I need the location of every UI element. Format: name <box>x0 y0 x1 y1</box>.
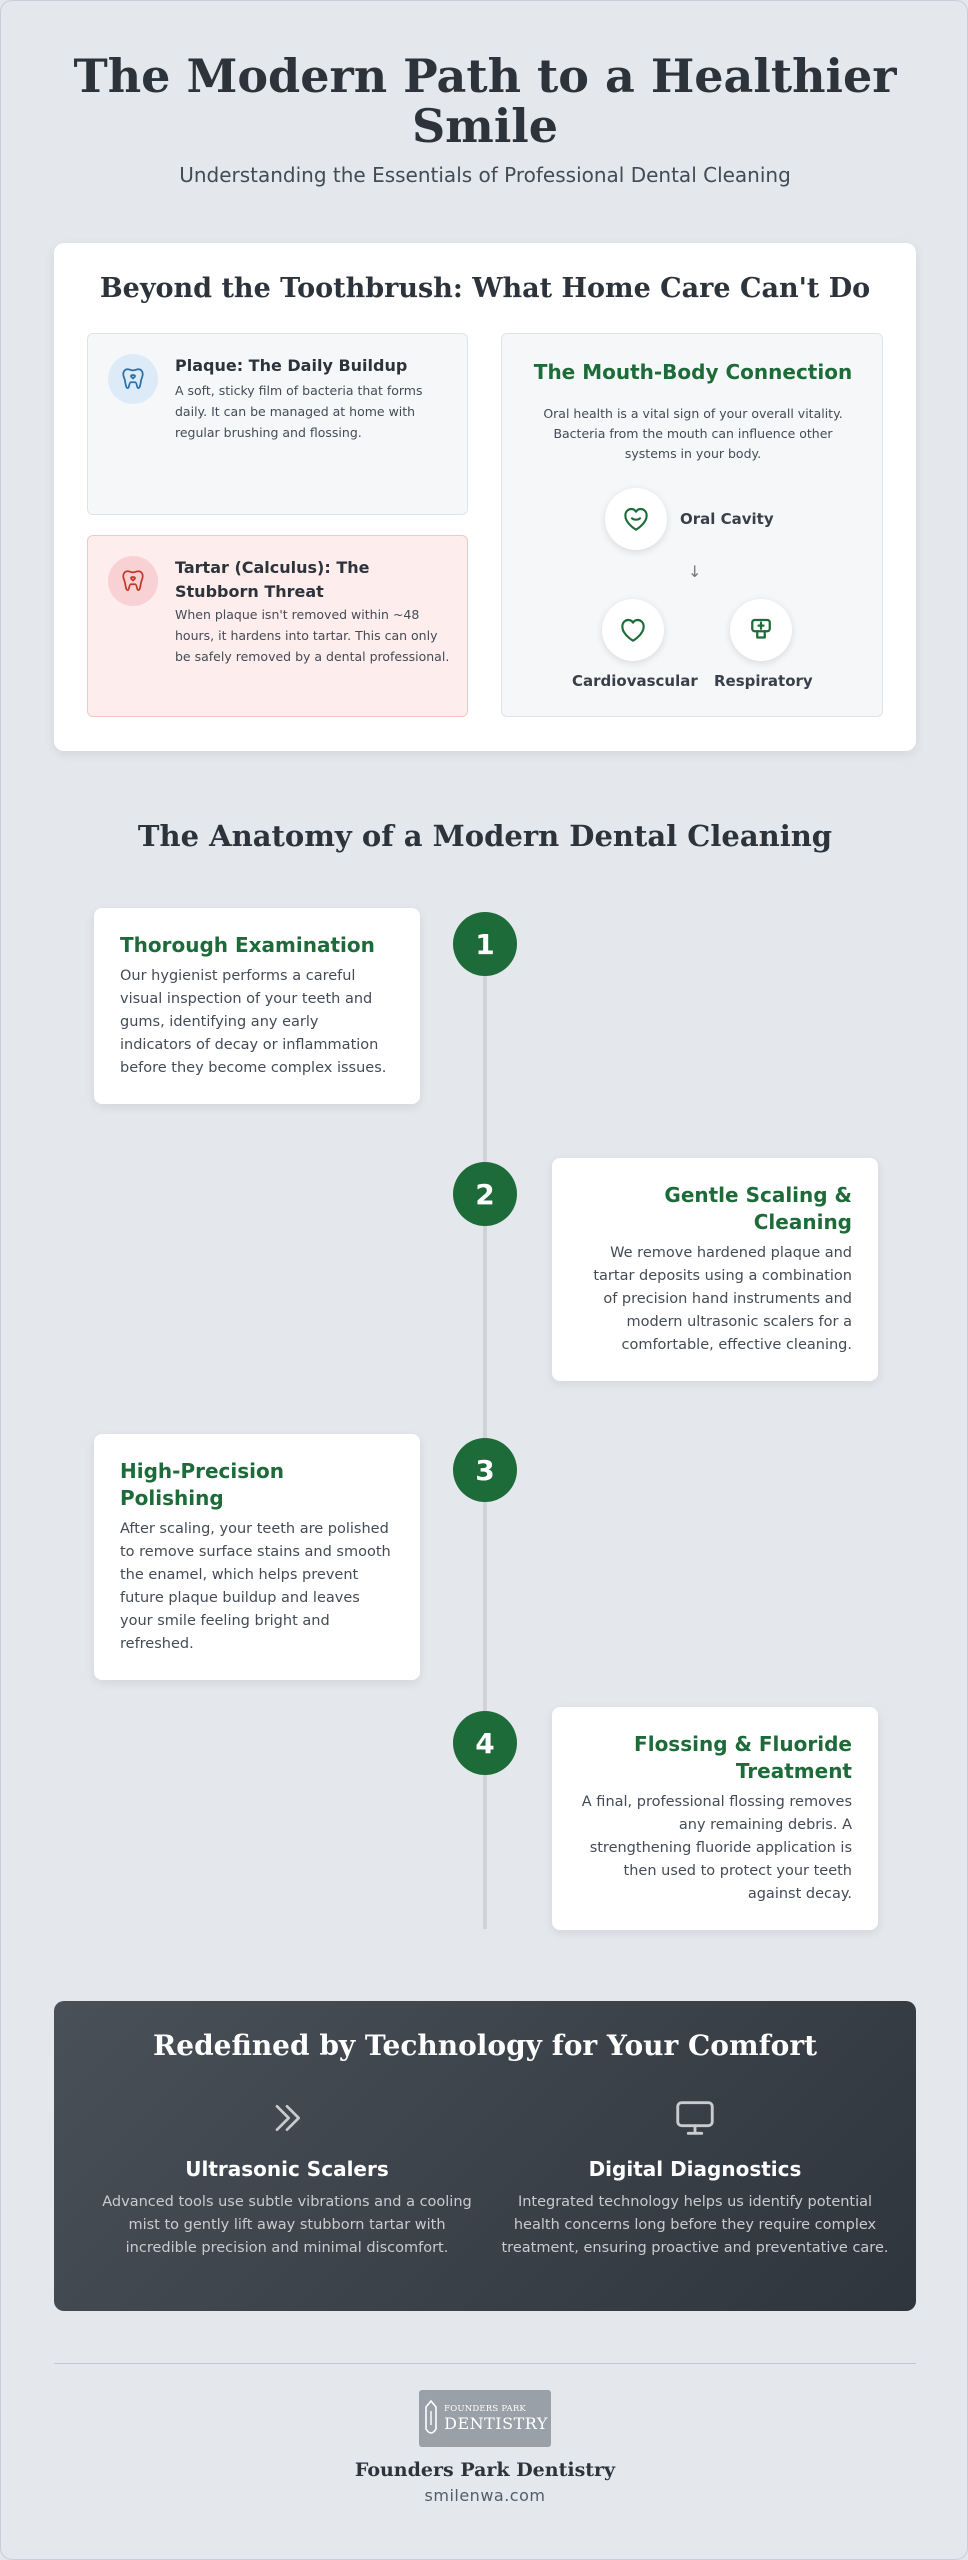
step-1-title: Thorough Examination <box>120 933 375 957</box>
step-2-card: Gentle Scaling & Cleaning We remove hard… <box>552 1158 878 1381</box>
plaque-title: Plaque: The Daily Buildup <box>175 356 408 375</box>
step-4-text: A final, professional flossing removes a… <box>581 1794 852 1902</box>
cardiovascular-label: Cardiovascular <box>572 672 698 690</box>
website-link[interactable]: smilenwa.com <box>424 2486 546 2505</box>
plaque-box: Plaque: The Daily Buildup A soft, sticky… <box>87 333 468 515</box>
tech-item-digital: Digital Diagnostics Integrated technolog… <box>500 2093 890 2260</box>
mouth-body-box: The Mouth-Body Connection Oral health is… <box>501 333 883 717</box>
logo-text-top: FOUNDERS PARK <box>444 2404 526 2415</box>
cardiovascular-icon <box>602 599 664 661</box>
tech-ultrasonic-text: Advanced tools use subtle vibrations and… <box>102 2194 472 2256</box>
tartar-tooth-icon <box>108 556 158 606</box>
mouth-body-text: Oral health is a vital sign of your over… <box>543 406 843 461</box>
technology-panel: Redefined by Technology for Your Comfort… <box>54 2001 916 2311</box>
plaque-tooth-icon <box>108 354 158 404</box>
page-title: The Modern Path to a Healthier Smile <box>73 49 897 153</box>
oral-cavity-label: Oral Cavity <box>680 510 774 528</box>
practice-logo[interactable]: FOUNDERS PARK DENTISTRY <box>419 2390 551 2447</box>
mouth-body-title: The Mouth-Body Connection <box>533 360 853 384</box>
tech-digital-name: Digital Diagnostics <box>588 2157 802 2181</box>
step-3-card: High-Precision Polishing After scaling, … <box>94 1434 420 1680</box>
step-2-text: We remove hardened plaque and tartar dep… <box>593 1245 852 1353</box>
respiratory-label: Respiratory <box>714 672 813 690</box>
home-care-title: Beyond the Toothbrush: What Home Care Ca… <box>99 273 871 304</box>
tech-digital-text: Integrated technology helps us identify … <box>501 2194 889 2256</box>
step-1-card: Thorough Examination Our hygienist perfo… <box>94 908 420 1104</box>
footer-divider <box>54 2363 916 2364</box>
logo-text-bottom: DENTISTRY <box>444 2413 548 2433</box>
tartar-text: When plaque isn't removed within ~48 hou… <box>175 607 450 664</box>
practice-name: Founders Park Dentistry <box>354 2459 616 2481</box>
tartar-title: Tartar (Calculus): The Stubborn Threat <box>175 558 370 601</box>
plaque-text: A soft, sticky film of bacteria that for… <box>175 383 423 440</box>
step-3-title: High-Precision Polishing <box>120 1459 284 1510</box>
respiratory-icon <box>730 599 792 661</box>
page-subtitle: Understanding the Essentials of Professi… <box>179 163 791 187</box>
step-2-title: Gentle Scaling & Cleaning <box>664 1183 852 1234</box>
home-care-card: Beyond the Toothbrush: What Home Care Ca… <box>54 243 916 751</box>
monitor-icon <box>500 2093 890 2143</box>
lantern-logo-icon <box>425 2399 437 2434</box>
arrow-down-icon: ↓ <box>688 562 702 581</box>
anatomy-title: The Anatomy of a Modern Dental Cleaning <box>137 819 833 853</box>
timeline-line <box>483 945 487 1929</box>
step-2-number: 2 <box>453 1162 517 1226</box>
tech-item-ultrasonic: Ultrasonic Scalers Advanced tools use su… <box>92 2093 482 2260</box>
step-4-title: Flossing & Fluoride Treatment <box>634 1732 852 1783</box>
technology-title: Redefined by Technology for Your Comfort <box>152 2029 817 2062</box>
double-chevron-icon <box>92 2093 482 2143</box>
step-3-text: After scaling, your teeth are polished t… <box>120 1521 391 1652</box>
step-1-number: 1 <box>453 912 517 976</box>
oral-cavity-icon <box>605 488 667 550</box>
tech-ultrasonic-name: Ultrasonic Scalers <box>185 2157 389 2181</box>
tartar-box: Tartar (Calculus): The Stubborn Threat W… <box>87 535 468 717</box>
step-3-number: 3 <box>453 1438 517 1502</box>
step-4-number: 4 <box>453 1711 517 1775</box>
step-4-card: Flossing & Fluoride Treatment A final, p… <box>552 1707 878 1930</box>
step-1-text: Our hygienist performs a careful visual … <box>120 968 387 1076</box>
